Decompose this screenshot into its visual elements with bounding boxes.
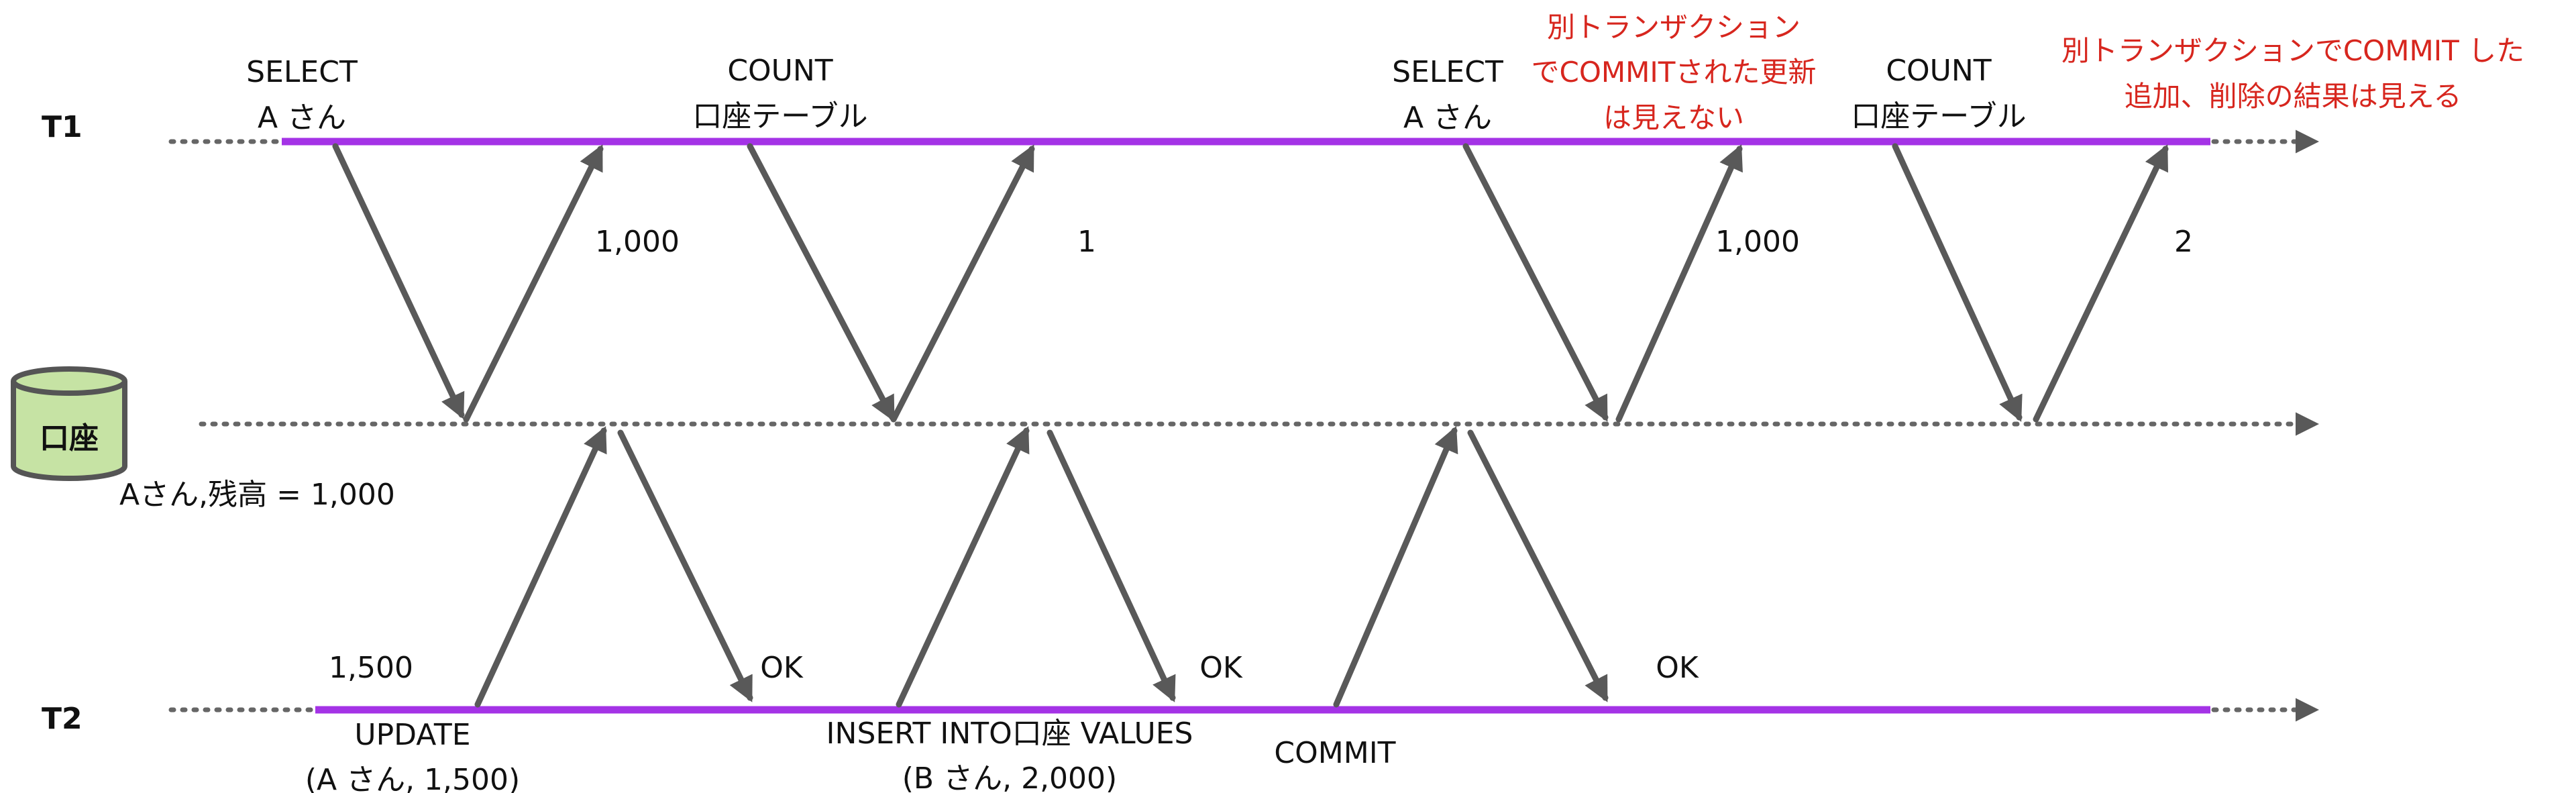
t2-ok1: OK <box>760 651 804 685</box>
database-icon: 口座 <box>11 366 127 481</box>
t2-commit-label: COMMIT <box>1274 736 1395 770</box>
result-select2-value: 1,000 <box>1715 225 1800 259</box>
message-arrows <box>332 143 2169 708</box>
lane-label-t1: T1 <box>42 110 83 144</box>
svg-text:別トランザクションでCOMMIT した: 別トランザクションでCOMMIT した <box>2061 34 2524 67</box>
arrow-t1-select1-response <box>463 144 604 423</box>
arrow-t2-commit-response <box>1467 429 1609 702</box>
arrow-t1-select1-request <box>332 143 465 419</box>
arrow-t1-select2-response <box>1615 144 1743 423</box>
note-committed-visible: 別トランザクションでCOMMIT した 追加、削除の結果は見える <box>2061 34 2524 113</box>
note-uncommitted-invisible: 別トランザクション でCOMMITされた更新 は見えない <box>1532 11 1817 134</box>
t2-insert-label: INSERT INTO口座 VALUES <box>826 717 1193 751</box>
t2-update-value: 1,500 <box>329 651 413 685</box>
t1-select2-target: A さん <box>1403 101 1492 135</box>
result-select1-value: 1,000 <box>595 225 680 259</box>
t2-ok3: OK <box>1656 651 1699 685</box>
result-count1-value: 1 <box>1077 225 1096 259</box>
arrow-t1-count2-request <box>1892 143 2023 422</box>
result-count2-value: 2 <box>2174 225 2193 259</box>
t1-select2-label: SELECT <box>1392 55 1503 89</box>
t1-count2-target: 口座テーブル <box>1851 99 2026 134</box>
arrow-t2-insert-response <box>1046 429 1176 702</box>
db-state-label: Aさん,残高 = 1,000 <box>119 478 395 512</box>
svg-text:でCOMMITされた更新: でCOMMITされた更新 <box>1532 56 1817 89</box>
svg-text:別トランザクション: 別トランザクション <box>1547 11 1801 44</box>
t1-count2-label: COUNT <box>1886 54 1991 88</box>
t2-update-args: (A さん, 1,500) <box>305 763 520 793</box>
arrow-t1-count1-response <box>890 144 1035 423</box>
t1-count1-label: COUNT <box>727 54 833 88</box>
arrow-t2-update-request <box>474 426 607 708</box>
t1-count1-target: 口座テーブル <box>692 99 867 134</box>
t2-update-label: UPDATE <box>354 718 470 752</box>
t1-select1-target: A さん <box>258 101 346 135</box>
arrow-t1-count1-request <box>747 143 896 422</box>
t2-ok2: OK <box>1199 651 1243 685</box>
t1-select1-label: SELECT <box>246 55 358 89</box>
database-name: 口座 <box>40 421 99 456</box>
t2-insert-args: (B さん, 2,000) <box>902 761 1117 793</box>
arrow-t1-count2-response <box>2033 144 2169 423</box>
arrow-t2-insert-request <box>896 426 1030 708</box>
svg-text:は見えない: は見えない <box>1603 101 1744 134</box>
svg-text:追加、削除の結果は見える: 追加、削除の結果は見える <box>2125 80 2462 113</box>
arrow-t2-update-response <box>617 429 753 702</box>
lane-label-t2: T2 <box>42 702 83 736</box>
arrow-t2-commit-request <box>1333 426 1458 708</box>
arrow-t1-select2-request <box>1462 143 1609 422</box>
